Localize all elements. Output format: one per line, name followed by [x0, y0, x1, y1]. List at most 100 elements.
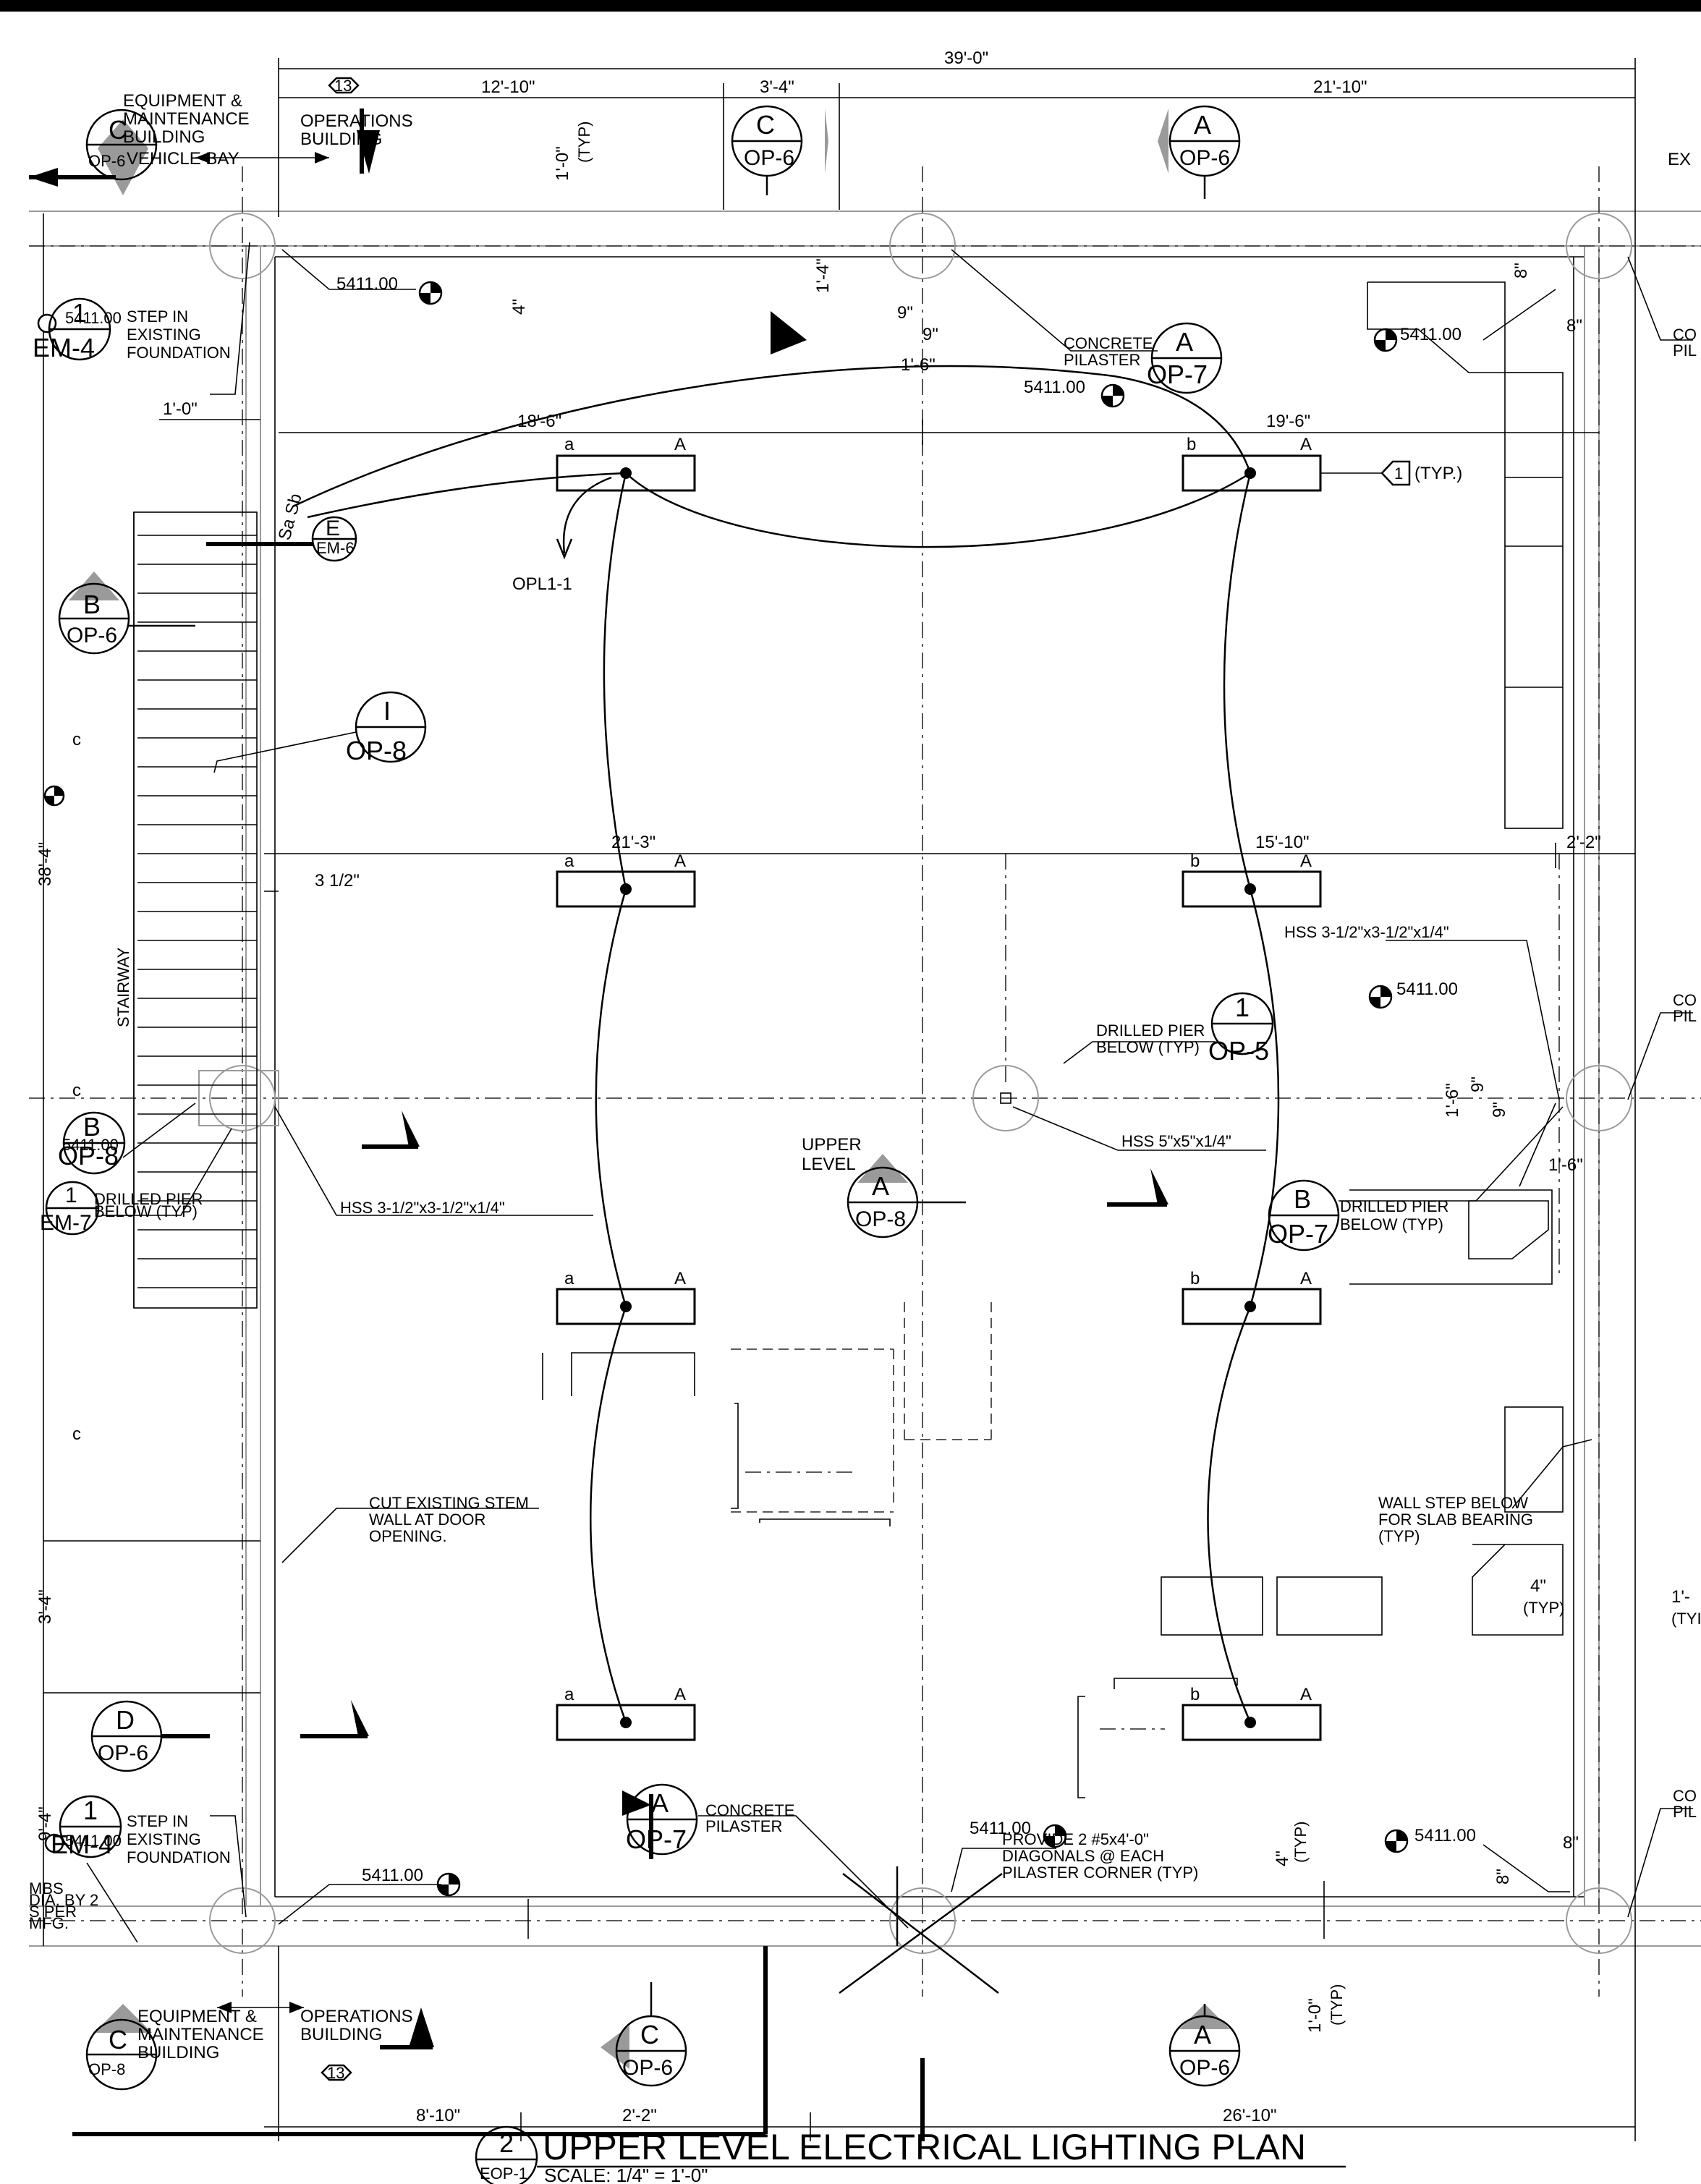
- svg-text:BELOW (TYP): BELOW (TYP): [1340, 1215, 1443, 1233]
- svg-text:C: C: [756, 110, 775, 140]
- svg-text:EM-4: EM-4: [51, 1830, 113, 1859]
- svg-text:PIL: PIL: [1673, 341, 1697, 360]
- svg-text:EM-6: EM-6: [316, 539, 355, 557]
- svg-text:5411.00: 5411.00: [1024, 378, 1085, 397]
- bubble-c-bottom: C OP-6: [601, 1982, 687, 2087]
- detail-bubbles: C OP-6 C OP-6 A OP-6 13 1: [33, 77, 1462, 2091]
- tag-1-typ: 1 (TYP.): [1320, 460, 1462, 486]
- svg-text:b: b: [1190, 851, 1200, 871]
- elev-marker-7: 5411.00: [1384, 1826, 1476, 1853]
- dim-top-typ: (TYP): [575, 122, 593, 163]
- dim-eight-b: 8": [1566, 316, 1582, 336]
- drawing-scale: SCALE: 1/4" = 1'-0": [544, 2164, 708, 2184]
- dim-nine-b: 9": [922, 325, 938, 344]
- svg-text:DRILLED PIER: DRILLED PIER: [94, 1190, 203, 1208]
- svg-text:EX: EX: [1668, 150, 1691, 169]
- dim-bot-typ: (TYP): [1291, 1822, 1310, 1863]
- svg-text:5411.00: 5411.00: [336, 274, 398, 294]
- bubble-c-topleft: C OP-6: [85, 109, 158, 195]
- bubble-b-op7: B OP-7: [1268, 1179, 1340, 1252]
- dim-eight-a: 8": [1511, 263, 1531, 279]
- svg-text:OP-6: OP-6: [98, 1741, 148, 1765]
- svg-text:a: a: [564, 1685, 574, 1704]
- dim-bot-4in: 4": [1273, 1851, 1292, 1866]
- svg-text:A: A: [674, 851, 686, 871]
- svg-text:5411.00: 5411.00: [1414, 1826, 1476, 1845]
- dim-bottom-mid: 2'-2": [622, 2106, 657, 2125]
- elev-marker-2: 5411.00: [1373, 325, 1462, 352]
- svg-text:PILASTER: PILASTER: [705, 1817, 782, 1835]
- svg-text:PILASTER CORNER (TYP): PILASTER CORNER (TYP): [1002, 1864, 1198, 1882]
- svg-text:STEP IN: STEP IN: [127, 307, 188, 326]
- svg-text:MFG.: MFG.: [29, 1914, 69, 1932]
- dim-nine-c: 9": [1468, 1076, 1488, 1092]
- svg-text:5411.00: 5411.00: [1400, 325, 1462, 344]
- bubble-a-bottom: A OP-6: [1168, 2004, 1241, 2087]
- svg-text:OPERATIONS: OPERATIONS: [300, 2007, 413, 2026]
- svg-text:CO: CO: [1673, 991, 1697, 1009]
- svg-text:b: b: [1187, 435, 1196, 454]
- svg-text:WALL STEP BELOW: WALL STEP BELOW: [1378, 1494, 1528, 1512]
- svg-text:CO: CO: [1673, 1787, 1697, 1805]
- svg-text:(TYP): (TYP): [1378, 1527, 1420, 1545]
- fixture-b4: b A: [1182, 1685, 1322, 1741]
- svg-text:OPENING.: OPENING.: [369, 1527, 447, 1545]
- tag-13-bottom: 13: [321, 2064, 352, 2082]
- dim-top-1ft: 1'-0": [553, 146, 572, 181]
- dim-pil-1-4: 1'-4": [813, 258, 833, 293]
- svg-text:BUILDING: BUILDING: [137, 2043, 219, 2062]
- svg-text:OP-7: OP-7: [1147, 360, 1208, 389]
- svg-text:C: C: [109, 2025, 127, 2055]
- stairway: STAIRWAY: [114, 511, 258, 1309]
- svg-text:FOUNDATION: FOUNDATION: [127, 344, 231, 362]
- svg-text:1: 1: [1394, 464, 1403, 483]
- svg-text:A: A: [1194, 2020, 1211, 2049]
- elev-marker-1: 5411.00: [336, 274, 443, 305]
- tag-13-top: 13: [328, 77, 360, 95]
- svg-text:OP-8: OP-8: [855, 1207, 906, 1231]
- bubble-d-op6: D OP-6: [90, 1700, 210, 1772]
- svg-text:PIL: PIL: [1673, 1007, 1697, 1025]
- svg-text:BUILDING: BUILDING: [123, 127, 205, 147]
- dim-4in-typ: 4": [509, 299, 529, 315]
- bubble-a-op8: A OP-8: [847, 1154, 966, 1238]
- svg-text:5411.00: 5411.00: [362, 1866, 423, 1885]
- dim-typ-r: (TYP): [1523, 1599, 1564, 1617]
- svg-text:1: 1: [1235, 993, 1250, 1022]
- dim-top-left: 12'-10": [481, 77, 535, 97]
- dim-nine-d: 9": [1490, 1102, 1509, 1118]
- svg-text:OP-6: OP-6: [622, 2056, 673, 2080]
- svg-text:5411.00: 5411.00: [65, 309, 122, 327]
- svg-text:A: A: [674, 435, 686, 454]
- svg-text:HSS 3-1/2"x3-1/2"x1/4": HSS 3-1/2"x3-1/2"x1/4": [1284, 923, 1449, 941]
- svg-text:EXISTING: EXISTING: [127, 326, 201, 344]
- right-casework: [1161, 281, 1564, 1636]
- svg-text:FOUNDATION: FOUNDATION: [127, 1848, 231, 1866]
- bubble-1-em4: 1 EM-4: [33, 297, 111, 362]
- svg-text:B: B: [1294, 1184, 1311, 1214]
- svg-text:DIAGONALS @ EACH: DIAGONALS @ EACH: [1002, 1847, 1164, 1865]
- svg-text:b: b: [1190, 1685, 1200, 1704]
- svg-text:PROVIDE 2 #5x4'-0": PROVIDE 2 #5x4'-0": [1002, 1830, 1149, 1848]
- svg-text:OP-7: OP-7: [1268, 1219, 1328, 1249]
- svg-text:MAINTENANCE: MAINTENANCE: [123, 109, 250, 129]
- svg-text:OP-6: OP-6: [67, 624, 117, 647]
- svg-text:A: A: [1300, 851, 1312, 871]
- dim-row2-right: 15'-10": [1255, 833, 1309, 852]
- dim-one-six-c: 1'-6": [1548, 1155, 1583, 1175]
- dim-bottom-right: 26'-10": [1223, 2106, 1276, 2125]
- svg-text:PILASTER: PILASTER: [1064, 351, 1140, 369]
- svg-text:OP-5: OP-5: [1208, 1036, 1269, 1066]
- dimension-text: 39'-0" 12'-10" 3'-4" 21'-10" 18'-6" 19'-…: [35, 48, 1701, 2125]
- svg-text:S PER: S PER: [29, 1903, 77, 1921]
- svg-text:DRILLED PIER: DRILLED PIER: [1096, 1021, 1205, 1040]
- bubble-a-op7: A OP-7: [1147, 322, 1223, 394]
- bubble-i-op8: I OP-8: [213, 691, 427, 773]
- svg-text:OP-8: OP-8: [346, 736, 407, 765]
- dimension-lines: [43, 68, 1635, 2141]
- svg-text:13: 13: [334, 77, 352, 95]
- dim-step-1ft: 1'-0": [163, 399, 198, 419]
- dim-row2-far-right: 2'-2": [1566, 833, 1601, 852]
- dim-bot-typ2: (TYP): [1328, 1984, 1346, 2026]
- bubble-1-op5: 1 OP-5: [1208, 992, 1274, 1066]
